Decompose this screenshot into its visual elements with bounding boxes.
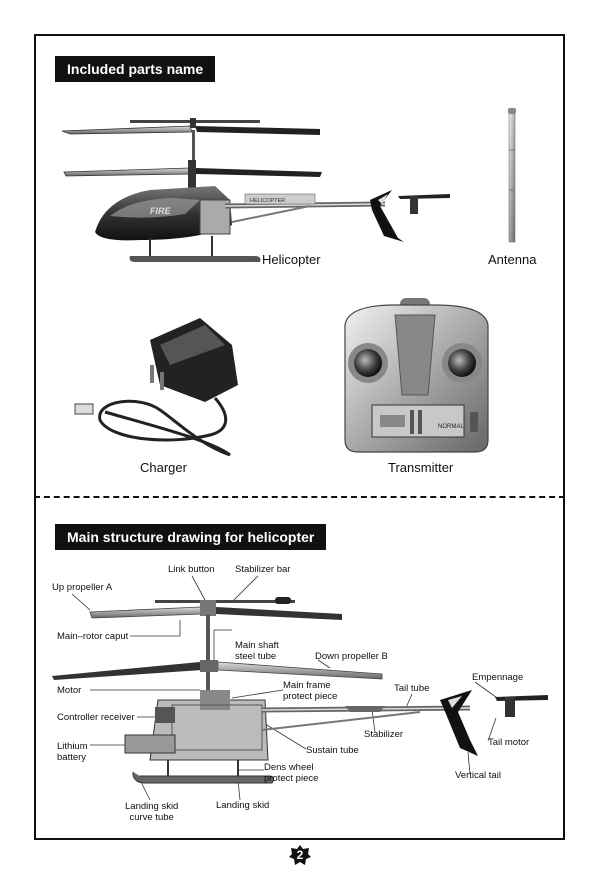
page-number-shape xyxy=(289,845,311,865)
page-frame xyxy=(34,34,565,840)
transmitter-illustration: NORMAL xyxy=(344,298,489,453)
charger-illustration xyxy=(74,318,238,457)
structure-drawing xyxy=(52,575,548,801)
label-motor: Motor xyxy=(57,685,82,696)
label-landing-skid: Landing skid xyxy=(216,800,270,811)
label-main-rotor-caput: Main–rotor caput xyxy=(57,631,129,642)
label-landing-skid-curve-tube: Landing skid curve tube xyxy=(125,801,179,823)
label-tail-tube: Tail tube xyxy=(394,683,430,694)
label-charger: Charger xyxy=(140,460,187,475)
decal-helicopter: HELICOPTER xyxy=(250,198,285,204)
section-heading-included-parts: Included parts name xyxy=(55,56,216,82)
label-stabilizer-bar: Stabilizer bar xyxy=(235,564,291,575)
label-antenna: Antenna xyxy=(488,252,537,267)
label-controller-receiver: Controller receiver xyxy=(57,712,135,723)
lcd-mode-text: NORMAL xyxy=(438,424,464,430)
label-down-propeller: Down propeller B xyxy=(315,651,388,662)
label-main-shaft: Main shaft steel tube xyxy=(235,640,279,662)
label-main-frame: Main frame protect piece xyxy=(283,680,338,702)
label-vertical-tail: Vertical tail xyxy=(455,770,501,781)
antenna-illustration xyxy=(508,108,516,243)
section-heading-main-structure: Main structure drawing for helicopter xyxy=(55,524,327,550)
label-lithium-battery: Lithium battery xyxy=(57,741,88,763)
helicopter-illustration: FIRE HELICOPTER xyxy=(61,118,450,262)
label-transmitter: Transmitter xyxy=(388,460,454,475)
page-number-badge: 2 xyxy=(289,845,311,865)
page-number: 2 xyxy=(296,848,304,862)
label-sustain-tube: Sustain tube xyxy=(306,745,359,756)
label-stabilizer: Stabilizer xyxy=(364,729,404,740)
label-link-button: Link button xyxy=(168,564,215,575)
label-dens-wheel: Dens wheel protect piece xyxy=(264,762,319,784)
label-up-propeller: Up propeller A xyxy=(52,582,113,593)
section-divider xyxy=(34,496,565,498)
label-tail-motor: Tail motor xyxy=(488,737,530,748)
label-empennage: Empennage xyxy=(472,672,524,683)
decal-fire: FIRE xyxy=(150,206,171,216)
label-helicopter: Helicopter xyxy=(262,252,321,267)
